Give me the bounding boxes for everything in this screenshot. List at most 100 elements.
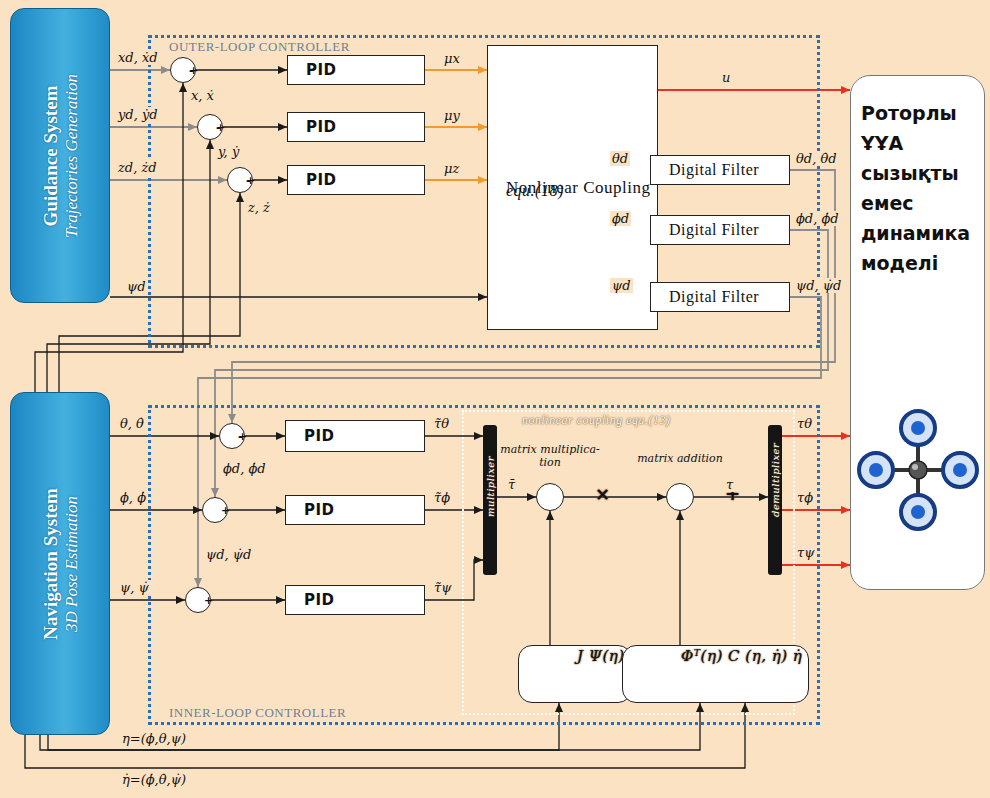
signal-label: zd, żd: [116, 160, 159, 175]
signal-label: ψ, ψ̇: [118, 580, 151, 595]
signal-connector: [425, 435, 483, 436]
signal-label: τ̃θ: [432, 416, 451, 431]
node-label: Digital Filter: [669, 161, 759, 179]
filter-block: Digital Filter: [650, 215, 790, 245]
node-label: Digital Filter: [669, 221, 759, 239]
signal-label: μx: [442, 51, 462, 66]
summing-junction: -+: [227, 167, 253, 193]
signal-label: τ̄: [506, 477, 517, 492]
node-label: Guidance System: [39, 85, 61, 226]
signal-connector: [658, 89, 850, 91]
signal-label: y, ẏ: [216, 144, 241, 159]
signal-label: ψd, ψ̇d: [794, 278, 843, 293]
operator-circle: ×: [536, 483, 564, 511]
summing-junction: -+: [197, 114, 223, 140]
node-label: nonlinear coupling equ.(13): [522, 413, 670, 428]
node-label: PID: [304, 591, 335, 609]
quadrotor-icon: [859, 411, 977, 529]
signal-connector: [425, 126, 487, 128]
node-label: OUTER-LOOP CONTROLLER: [169, 39, 350, 55]
signal-connector: [782, 509, 850, 511]
rotated-text-holder: Guidance SystemTrajectories Generation: [10, 8, 110, 303]
node-label: INNER-LOOP CONTROLLER: [169, 705, 346, 721]
signal-label: u: [720, 70, 732, 85]
matrix-block: Φᵀ(η) C (η, η̇) η̇: [622, 645, 809, 703]
signal-connector: [110, 296, 487, 297]
pid-block: PID: [287, 112, 425, 142]
signal-connector: [211, 599, 285, 600]
signal-connector: [25, 703, 745, 768]
signal-label: η=(ϕ,θ,ψ): [120, 731, 188, 746]
signal-connector: [223, 126, 287, 127]
signal-connector: [425, 179, 487, 181]
signal-label: xd, ẋd: [116, 50, 160, 65]
node-label: PID: [306, 61, 337, 79]
node-label: multiplixer: [484, 456, 498, 517]
signal-connector: [425, 69, 487, 71]
summing-junction: +: [202, 497, 228, 523]
summing-junction: +: [185, 587, 211, 613]
summing-junction: -+: [170, 57, 196, 83]
summing-junction: +-: [219, 423, 245, 449]
system-block: Navigation System3D Pose Estimation: [10, 392, 110, 735]
signal-connector: [782, 564, 850, 566]
signal-label: τθ: [795, 416, 814, 431]
signal-label: ϕ, ϕ̇: [118, 490, 148, 505]
pid-block: PID: [285, 420, 425, 452]
signal-connector: [549, 511, 550, 645]
signal-connector: [198, 297, 821, 587]
node-label: J Ψ(η): [577, 647, 625, 665]
signal-label: ψd: [610, 278, 633, 293]
signal-label: ϕd: [610, 211, 631, 226]
node-label: Navigation System: [39, 488, 61, 639]
signal-connector: [196, 69, 287, 70]
system-block: Guidance SystemTrajectories Generation: [10, 8, 110, 303]
mux-bar: multiplixer: [483, 425, 497, 575]
signal-connector: [48, 703, 700, 750]
operation-caption: matrix addition: [635, 452, 725, 465]
node-label: PID: [304, 427, 335, 445]
signal-label: ψd, ψ̇d: [204, 547, 253, 562]
node-sublabel: Trajectories Generation: [61, 74, 81, 238]
signal-label: z, ż: [246, 200, 272, 215]
operator-circle: +: [666, 483, 694, 511]
signal-connector: [679, 511, 680, 645]
signal-connector: [782, 435, 850, 437]
signal-label: θ, θ̇: [118, 416, 146, 431]
pid-block: PID: [285, 495, 425, 525]
signal-connector: [110, 126, 197, 128]
mux-bar: demultiplixer: [768, 425, 782, 575]
signal-connector: [110, 509, 202, 510]
signal-label: τ̃ψ: [432, 580, 453, 595]
signal-label: θd, θ̇d: [794, 151, 839, 166]
node-label: +: [204, 595, 214, 606]
node-sublabel: 3D Pose Estimation: [61, 496, 81, 632]
node-sublabel: +: [216, 122, 226, 133]
signal-connector: [110, 435, 219, 436]
signal-label: τ̃ϕ: [432, 490, 452, 505]
signal-label: ϕd, ϕ̇d: [221, 461, 268, 476]
signal-connector: [40, 703, 559, 750]
signal-label: μy: [442, 108, 462, 123]
signal-label: τψ: [795, 545, 816, 560]
rotated-text-holder: multiplixer: [483, 425, 497, 575]
node-label: Digital Filter: [669, 288, 759, 306]
signal-label: yd, ẏd: [116, 107, 160, 122]
node-sublabel: +: [189, 65, 199, 76]
signal-label: μz: [442, 161, 461, 176]
signal-label: τϕ: [795, 490, 815, 505]
node-label: Φᵀ(η) C (η, η̇) η̇: [681, 647, 802, 665]
rotated-text-holder: demultiplixer: [768, 425, 782, 575]
signal-label: η̇=(ϕ̇,θ̇,ψ̇): [120, 772, 188, 787]
filter-block: Digital Filter: [650, 282, 790, 312]
node-label: PID: [306, 118, 337, 136]
pid-block: PID: [285, 585, 425, 615]
signal-connector: [245, 435, 285, 436]
node-sublabel: -: [238, 431, 243, 442]
signal-label: θd: [610, 151, 630, 166]
plant-block: Роторлы ҰҰА сызықты емес динамика моделі: [850, 75, 985, 590]
signal-label: τ: [724, 477, 735, 492]
signal-connector: [110, 69, 170, 71]
node-label: +: [221, 505, 231, 516]
